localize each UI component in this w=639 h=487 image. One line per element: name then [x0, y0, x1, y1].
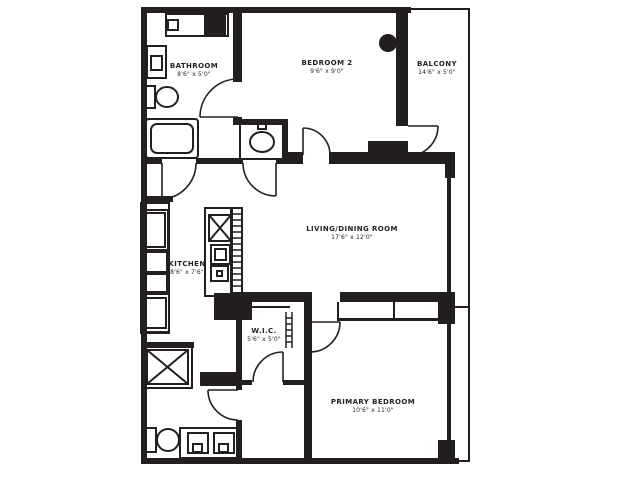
- balcony-edge: [468, 8, 470, 462]
- door-swing: [242, 162, 277, 197]
- double-vanity: [218, 443, 229, 453]
- column: [379, 34, 397, 52]
- dishwasher: [208, 214, 232, 242]
- closet: [242, 306, 290, 308]
- double-sink: [210, 265, 229, 282]
- room-dims: 5'6" x 5'0": [247, 335, 281, 343]
- stove: [145, 297, 167, 329]
- doors: [161, 78, 439, 421]
- room-label-primary-bedroom: PRIMARY BEDROOM 10'6" x 11'0": [331, 398, 415, 414]
- room-name: W.I.C.: [251, 326, 277, 335]
- shaft: [200, 372, 236, 386]
- room-label-bathroom: BATHROOM 8'6" x 5'0": [170, 62, 218, 78]
- wall: [196, 158, 243, 164]
- toilet: [156, 428, 180, 452]
- door-swing: [207, 389, 239, 421]
- washer-dryer: [165, 13, 229, 37]
- fridge: [142, 209, 169, 251]
- wall: [236, 380, 252, 385]
- toilet: [145, 427, 157, 453]
- double-vanity: [179, 427, 239, 459]
- window-wall: [447, 324, 451, 440]
- room-dims: 17'6" x 12'0": [331, 233, 373, 241]
- wall: [236, 292, 242, 385]
- window-wall: [447, 178, 451, 302]
- wall: [396, 150, 408, 164]
- kitchen-cabinet: [143, 251, 168, 273]
- double-sink: [210, 244, 231, 265]
- room-label-wic: W.I.C. 5'6" x 5'0": [247, 327, 281, 343]
- wall: [233, 7, 242, 82]
- room-dims: 14'6" x 5'0": [418, 68, 456, 76]
- room-name: BATHROOM: [169, 61, 219, 70]
- closet-rod: [285, 312, 293, 348]
- wall: [276, 158, 287, 164]
- room-dims: 8'6" x 7'6": [170, 268, 204, 276]
- room-dims: 8'6" x 5'0": [177, 70, 211, 78]
- wall: [445, 164, 455, 178]
- closet: [337, 318, 451, 321]
- bathtub: [145, 118, 199, 159]
- shower: [142, 345, 193, 389]
- closet: [337, 302, 339, 318]
- linen-cabinet: [146, 45, 167, 79]
- room-name: KITCHEN: [168, 259, 206, 268]
- room-label-bedroom-2: BEDROOM 2 9'6" x 9'0": [301, 59, 352, 75]
- door-swing: [252, 351, 284, 383]
- wall: [214, 293, 252, 320]
- linen-cabinet: [150, 55, 163, 71]
- washer-dryer: [204, 10, 226, 36]
- shower: [146, 349, 189, 385]
- wall: [141, 196, 173, 202]
- double-sink: [214, 248, 227, 261]
- room-label-living-dining: LIVING/DINING ROOM 17'6" x 12'0": [306, 225, 398, 241]
- wall: [329, 152, 408, 164]
- door-swing: [199, 78, 239, 118]
- wall: [236, 292, 310, 302]
- wall: [304, 292, 312, 463]
- wall: [340, 292, 455, 302]
- wall: [396, 7, 408, 126]
- wall: [455, 306, 468, 308]
- wall: [141, 158, 162, 164]
- toilet: [155, 86, 179, 108]
- room-label-kitchen: KITCHEN 8'6" x 7'6": [168, 260, 205, 276]
- door-swing: [302, 127, 331, 156]
- vanity-sink: [239, 120, 285, 160]
- kitchen-cabinet: [143, 273, 168, 293]
- balcony-edge: [459, 460, 470, 462]
- room-dims: 9'6" x 9'0": [310, 67, 344, 75]
- shower: [146, 349, 189, 385]
- fixtures: [140, 13, 293, 459]
- faucet: [257, 123, 267, 130]
- room-name: BALCONY: [416, 59, 458, 68]
- bar-counter: [231, 213, 242, 287]
- closet: [393, 302, 395, 318]
- balcony-edge: [411, 8, 468, 10]
- wall: [141, 458, 459, 464]
- washer-dryer: [167, 19, 179, 31]
- room-dims: 10'6" x 11'0": [352, 406, 394, 414]
- fridge: [145, 212, 166, 248]
- stove: [142, 293, 170, 333]
- room-name: BEDROOM 2: [301, 58, 353, 67]
- room-name: PRIMARY BEDROOM: [330, 397, 416, 406]
- room-name: LIVING/DINING ROOM: [306, 224, 398, 233]
- wall: [236, 385, 242, 390]
- door-swing: [161, 162, 197, 200]
- door-swing: [309, 321, 341, 353]
- wall: [141, 7, 411, 13]
- wall: [282, 152, 303, 164]
- wall: [438, 440, 455, 460]
- door-swing: [407, 125, 439, 157]
- vanity-sink: [249, 131, 275, 153]
- faucet: [216, 270, 223, 277]
- room-label-balcony: BALCONY 14'6" x 5'0": [417, 60, 457, 76]
- wall: [283, 380, 310, 385]
- bathtub: [150, 123, 194, 154]
- wall: [408, 152, 455, 164]
- double-vanity: [192, 443, 203, 453]
